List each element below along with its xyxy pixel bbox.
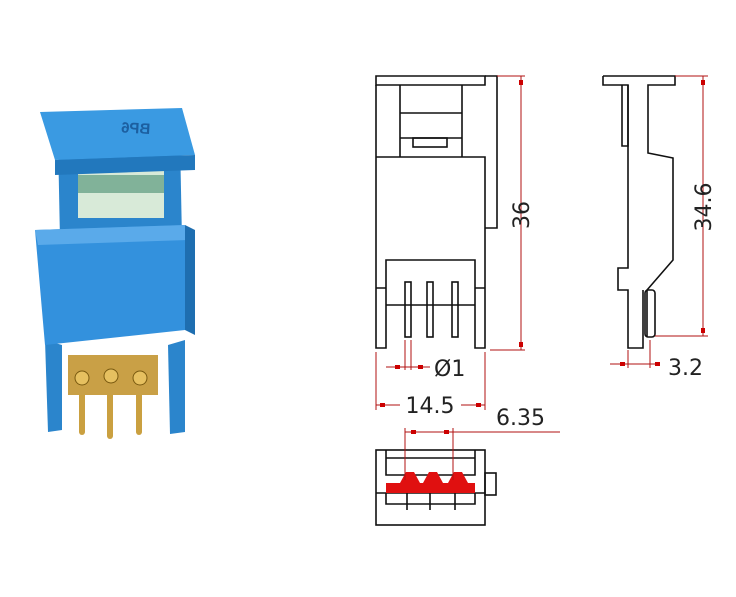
dim-pin-diameter: Ø1 [434,357,465,382]
dim-height-front: 36 [510,201,535,229]
dim-height-side: 34.6 [692,183,717,232]
dimension-lines [375,75,708,480]
dim-side-offset: 3.2 [668,356,703,381]
pins-front [404,281,459,338]
logo-text: BP6 [121,119,151,138]
side-view [602,75,676,349]
connector-photo: BP6 [35,108,195,439]
dim-pitch: 6.35 [496,406,545,431]
dim-width: 14.5 [406,394,455,419]
front-view [375,75,498,349]
dimension-labels: 36 34.6 Ø1 14.5 6.35 3.2 [406,183,717,431]
bottom-view [375,449,497,526]
highlight-bar [386,483,475,493]
